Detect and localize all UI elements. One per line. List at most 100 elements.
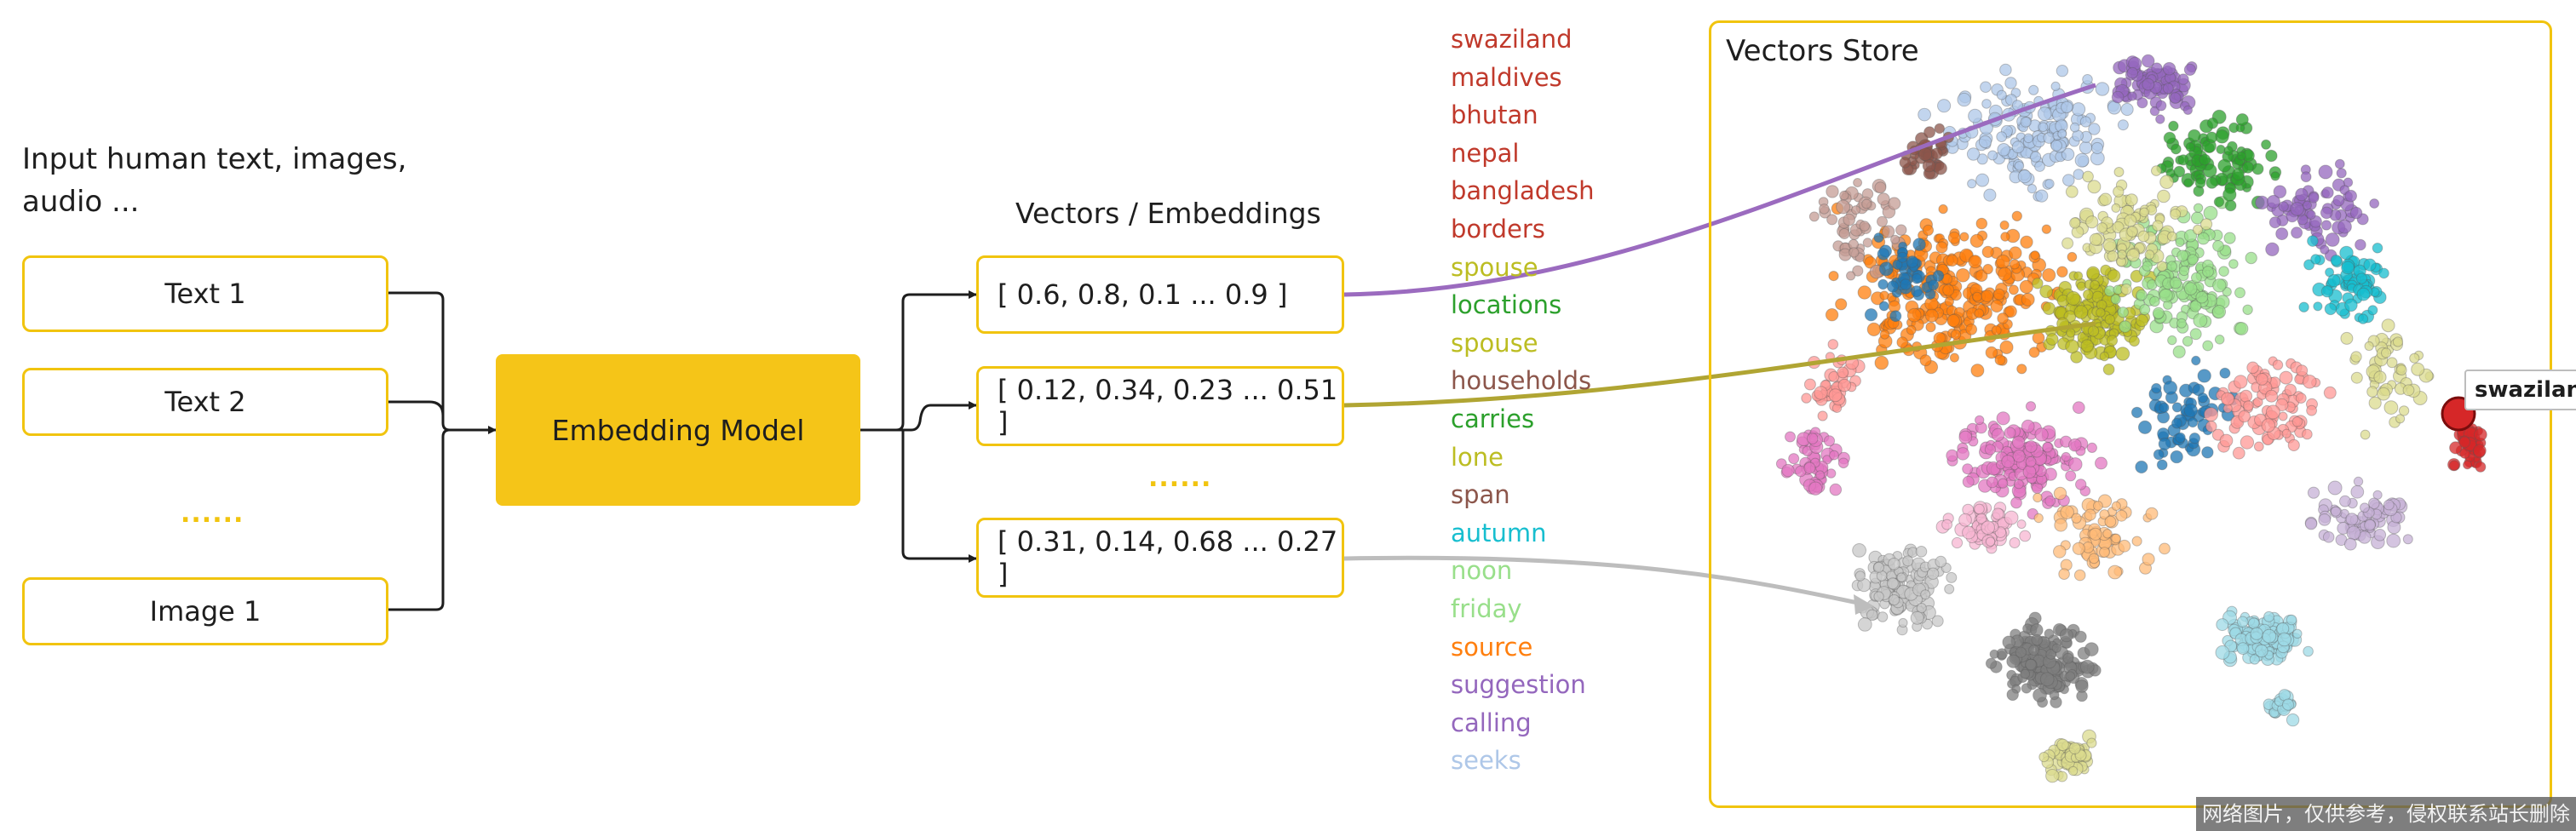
scatter-point-54: [1925, 322, 1936, 333]
input-label: Input human text, images, audio ...: [22, 142, 407, 219]
connector-text-2: [388, 400, 445, 423]
input-connectors: [388, 291, 497, 611]
scatter-point-2151: [1873, 232, 1884, 244]
scatter-point-1962: [2038, 752, 2050, 763]
scatter-point-1293: [2175, 432, 2186, 444]
scatter-point-955: [2337, 219, 2352, 234]
word-label-4: bangladesh: [1451, 176, 1595, 206]
scatter-point-1733: [1888, 594, 1900, 606]
scatter-point-761: [2037, 106, 2052, 122]
scatter-point-2049: [2402, 384, 2415, 397]
scatter-point-231: [1950, 329, 1962, 341]
scatter-point-2175: [1911, 285, 1923, 298]
scatter-point-965: [2302, 200, 2312, 210]
scatter-point-1201: [1829, 483, 1843, 496]
scatter-point-2048: [2392, 336, 2404, 347]
scatter-point-1452: [2345, 513, 2359, 526]
scatter-point-879: [2183, 63, 2196, 77]
scatter-point-425: [2202, 340, 2214, 352]
scatter-point-937: [2291, 226, 2303, 239]
scatter-point-1609: [2286, 713, 2300, 727]
scatter-point-1182: [1958, 430, 1973, 444]
scatter-point-1436: [2307, 486, 2320, 499]
scatter-point-2008: [2473, 444, 2487, 458]
scatter-point-67: [1999, 220, 2010, 231]
scatter-point-962: [2278, 201, 2289, 212]
scatter-point-1330: [2287, 438, 2300, 452]
scatter-point-2054: [2350, 351, 2362, 363]
scatter-point-465: [2110, 294, 2121, 305]
scatter-point-229: [1924, 308, 1939, 323]
scatter-point-1227: [1785, 431, 1796, 443]
watermark: 网络图片，仅供参考，侵权联系站长删除: [2196, 797, 2576, 831]
scatter-point-796: [1983, 188, 1997, 202]
output-connectors: [860, 290, 977, 563]
scatter-point-1030: [2330, 255, 2343, 266]
scatter-point-779: [2020, 117, 2032, 128]
scatter-point-656: [2194, 177, 2206, 189]
scatter-point-1768: [2074, 630, 2087, 643]
scatter-point-1350: [2246, 361, 2259, 375]
scatter-point-2007: [2474, 427, 2487, 442]
scatter-point-1288: [2158, 437, 2171, 450]
scatter-point-1284: [2151, 382, 2162, 394]
scatter-point-218: [1990, 299, 2004, 313]
scatter-point-959: [2336, 168, 2347, 179]
scatter-point-563: [2195, 290, 2209, 304]
scatter-point-2117: [1895, 224, 1907, 236]
scatter-point-549: [2152, 307, 2165, 319]
scatter-point-646: [2223, 146, 2234, 156]
scatter-point-186: [2030, 250, 2040, 261]
scatter-point-1901: [2075, 679, 2089, 693]
scatter-point-1434: [2322, 531, 2335, 543]
scatter-point-1708: [1916, 603, 1927, 614]
scatter-point-151: [1919, 354, 1932, 367]
scatter-point-1632: [1944, 583, 1955, 594]
scatter-point-238: [2042, 268, 2056, 283]
scatter-point-944: [2300, 171, 2312, 183]
scatter-point-1876: [2084, 642, 2099, 656]
scatter-point-2171: [1896, 251, 1908, 263]
scatter-point-339: [2080, 339, 2094, 352]
scatter-point-2004: [2449, 441, 2463, 455]
scatter-point-544: [2191, 272, 2202, 284]
connector-vector-2: [860, 401, 977, 432]
scatter-point-1209: [1823, 435, 1836, 447]
scatter-point-2149: [1859, 221, 1871, 232]
scatter-point-1369: [2204, 407, 2218, 422]
scatter-point-1458: [2364, 519, 2376, 531]
scatter-point-1184: [2004, 427, 2016, 439]
scatter-point-1963: [2045, 769, 2060, 783]
scatter-point-1896: [2065, 671, 2076, 682]
scatter-point-751: [2034, 161, 2045, 172]
scatter-point-2159: [1892, 259, 1903, 270]
scatter-point-2184: [1877, 248, 1890, 261]
scatter-point-1419: [2372, 490, 2383, 500]
scatter-point-1886: [2031, 633, 2043, 646]
scatter-point-1165: [2012, 450, 2026, 463]
scatter-point-1237: [1808, 481, 1823, 496]
scatter-point-1714: [1877, 611, 1889, 622]
scatter-point-1902: [2044, 628, 2055, 639]
scatter-point-409: [2129, 335, 2140, 347]
scatter-point-1253: [2197, 369, 2211, 383]
scatter-point-1728: [1920, 589, 1931, 600]
scatter-point-542: [2119, 320, 2131, 333]
scatter-point-2183: [1889, 310, 1902, 323]
scatter-point-401: [2066, 290, 2081, 306]
scatter-point-2082: [1934, 123, 1946, 135]
scatter-point-399: [2104, 314, 2116, 325]
scatter-point-2033: [2381, 318, 2395, 333]
scatter-point-1890: [2020, 668, 2031, 679]
scatter-point-479: [2222, 287, 2232, 297]
scatter-point-227: [2021, 292, 2035, 307]
scatter-point-1281: [2159, 402, 2170, 413]
scatter-point-565: [2211, 305, 2227, 319]
scatter-point-1512: [2303, 645, 2314, 657]
scatter-point-1440: [2304, 518, 2318, 530]
scatter-point-890: [2142, 77, 2155, 91]
scatter-point-1585: [2236, 642, 2250, 655]
vectors-store-title: Vectors Store: [1726, 34, 1919, 68]
scatter-point-368: [2135, 313, 2149, 328]
scatter-point-1551: [2286, 614, 2297, 626]
